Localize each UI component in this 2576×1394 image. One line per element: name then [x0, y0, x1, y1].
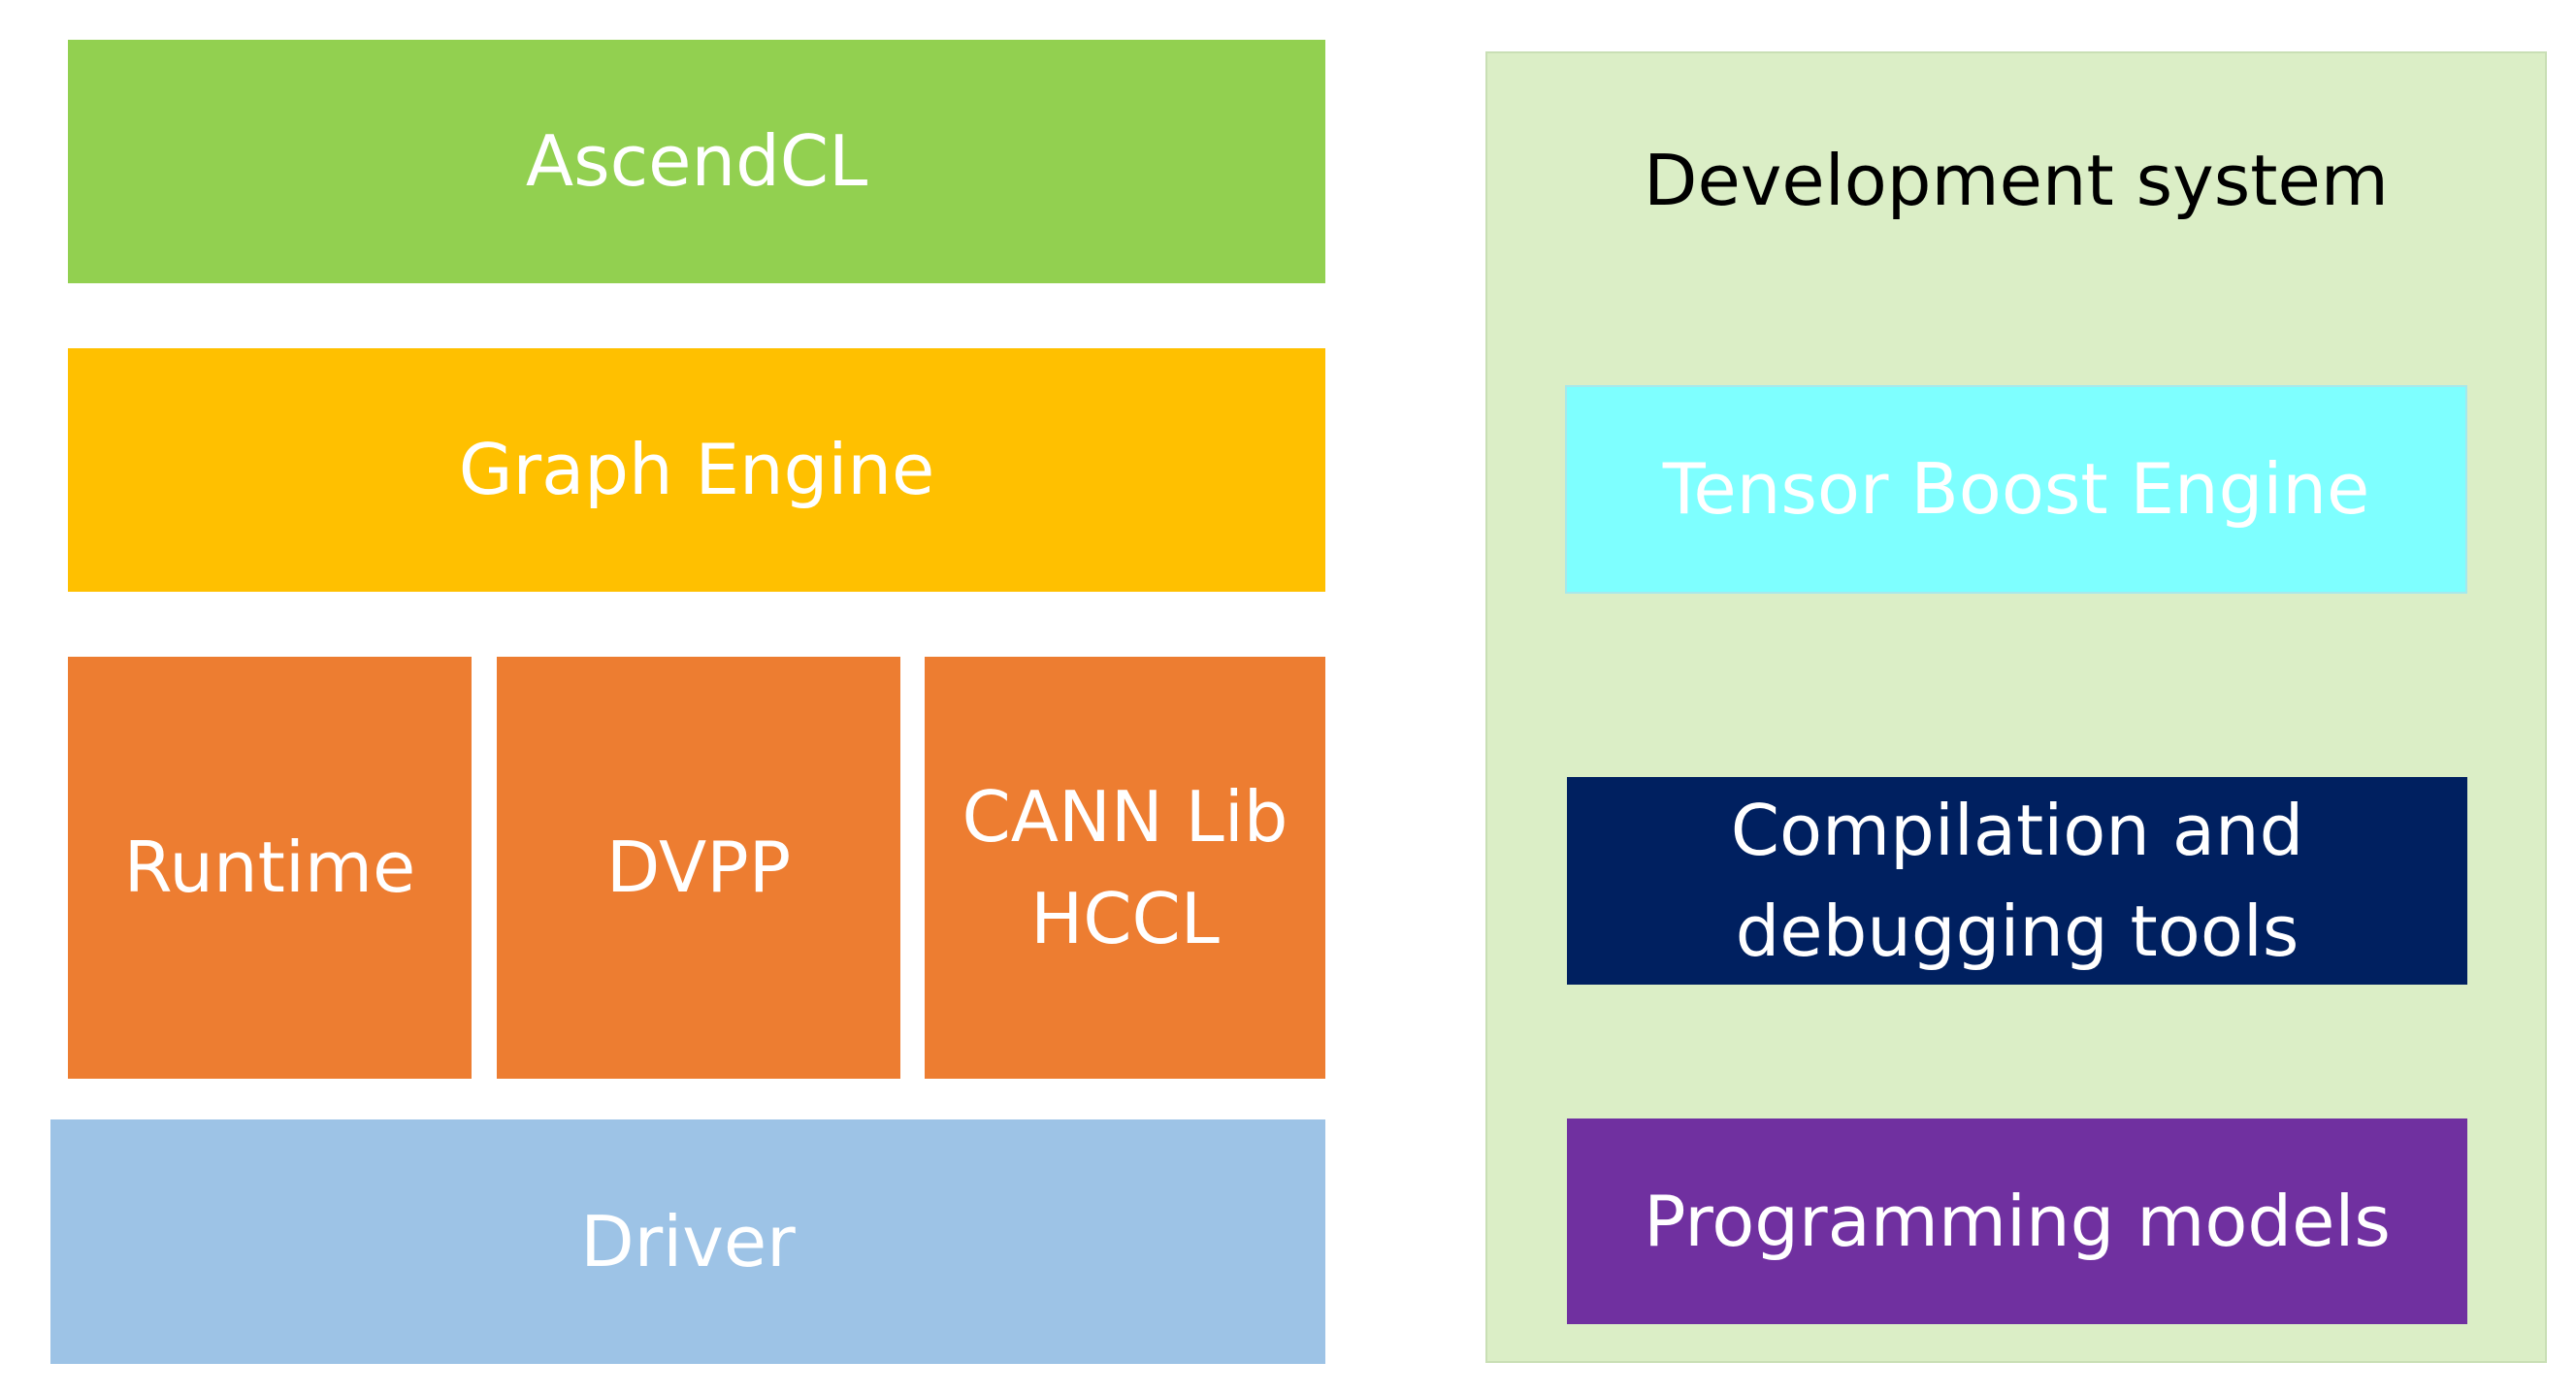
tools-label-line1: Compilation and: [1730, 789, 2304, 871]
hccl-label: HCCL: [1030, 877, 1220, 959]
graph-engine-block: Graph Engine: [68, 348, 1325, 592]
tensor-boost-engine-label: Tensor Boost Engine: [1662, 448, 2370, 531]
runtime-block: Runtime: [68, 657, 472, 1079]
tensor-boost-engine-block: Tensor Boost Engine: [1565, 385, 2467, 594]
ascendcl-block: AscendCL: [68, 40, 1325, 283]
programming-models-block: Programming models: [1567, 1118, 2467, 1324]
compilation-debugging-tools-block: Compilation and debugging tools: [1567, 777, 2467, 985]
dvpp-block: DVPP: [497, 657, 900, 1079]
graph-engine-label: Graph Engine: [458, 429, 935, 511]
cann-hccl-block: CANN Lib HCCL: [925, 657, 1325, 1079]
runtime-label: Runtime: [123, 827, 416, 909]
tools-label-line2: debugging tools: [1735, 891, 2299, 972]
programming-models-label: Programming models: [1644, 1180, 2391, 1262]
cann-lib-label: CANN Lib: [962, 776, 1288, 859]
development-system-title: Development system: [1644, 140, 2389, 221]
dvpp-label: DVPP: [605, 827, 792, 909]
ascendcl-label: AscendCL: [525, 120, 868, 203]
driver-label: Driver: [580, 1200, 796, 1282]
driver-block: Driver: [50, 1119, 1325, 1364]
